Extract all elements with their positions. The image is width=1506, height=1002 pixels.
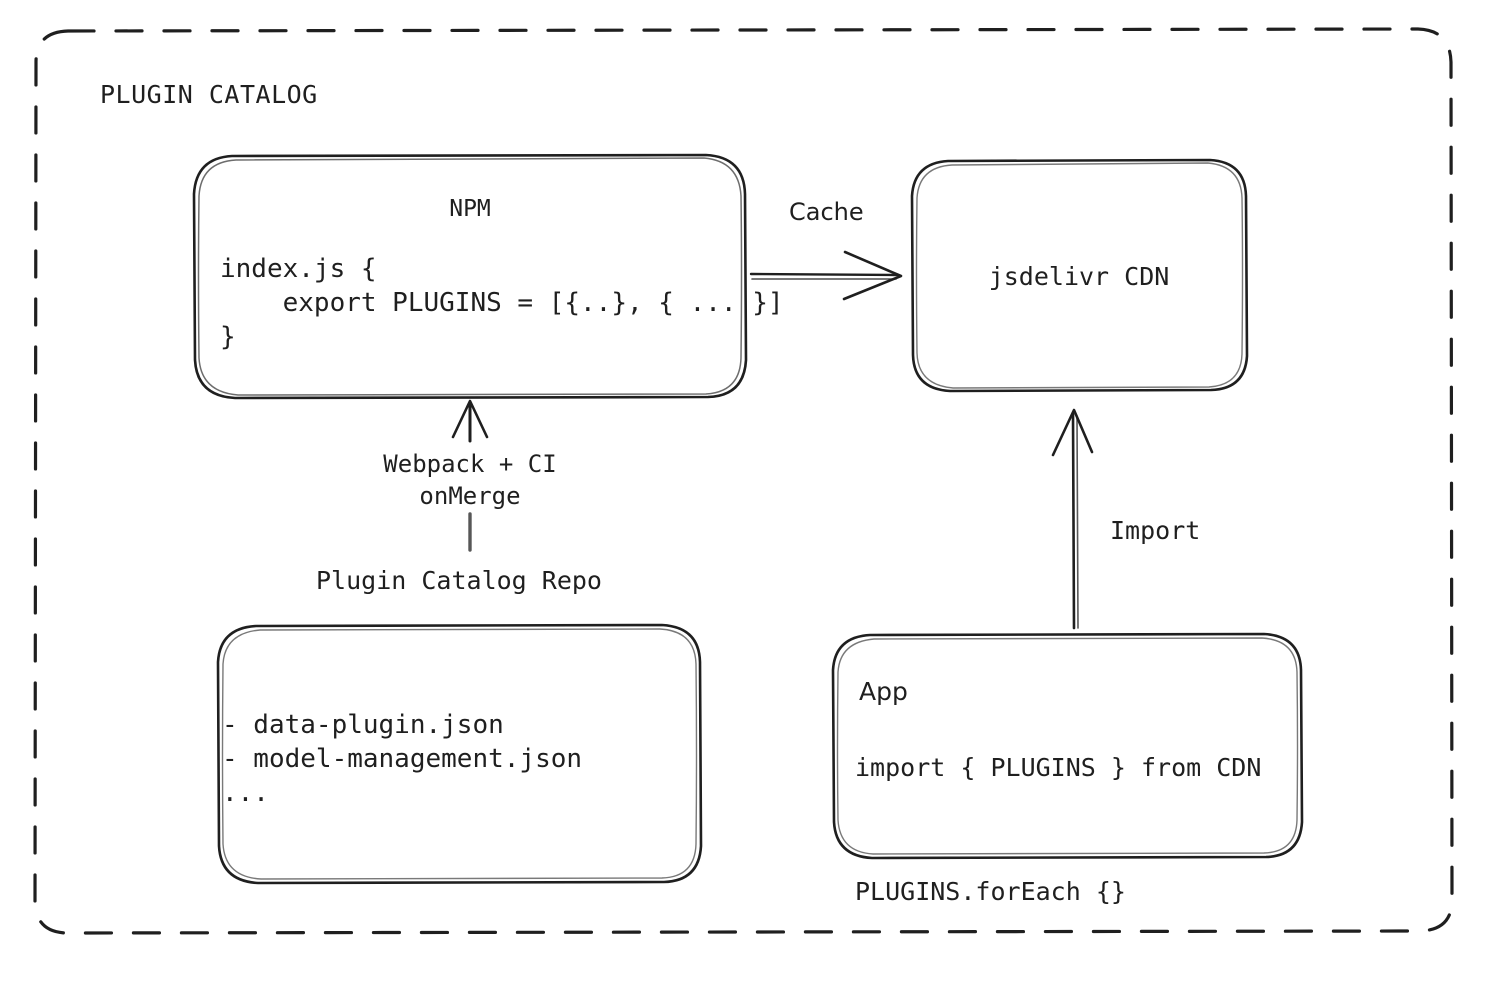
- repo-node-caption: Plugin Catalog Repo: [316, 566, 602, 595]
- import-edge-label: Import: [1110, 516, 1201, 545]
- app-node[interactable]: [833, 634, 1302, 858]
- repo-node[interactable]: [218, 625, 701, 883]
- app-node-code: import { PLUGINS } from CDN PLUGINS.forE…: [855, 753, 1262, 906]
- cdn-node-title: jsdelivr CDN: [988, 262, 1170, 291]
- import-arrow: [1051, 408, 1094, 630]
- build-edge-label: Webpack + CI onMerge: [383, 450, 557, 510]
- cache-edge-label: Cache: [789, 198, 864, 226]
- group-title: PLUGIN CATALOG: [100, 80, 318, 109]
- app-node-title: App: [859, 677, 908, 706]
- cdn-node[interactable]: [912, 160, 1247, 391]
- repo-node-file-list: - data-plugin.json - model-management.js…: [222, 710, 583, 808]
- npm-node-code: index.js { export PLUGINS = [{..}, { ...…: [220, 254, 784, 352]
- npm-node[interactable]: [194, 155, 746, 398]
- npm-node-title: NPM: [449, 196, 491, 222]
